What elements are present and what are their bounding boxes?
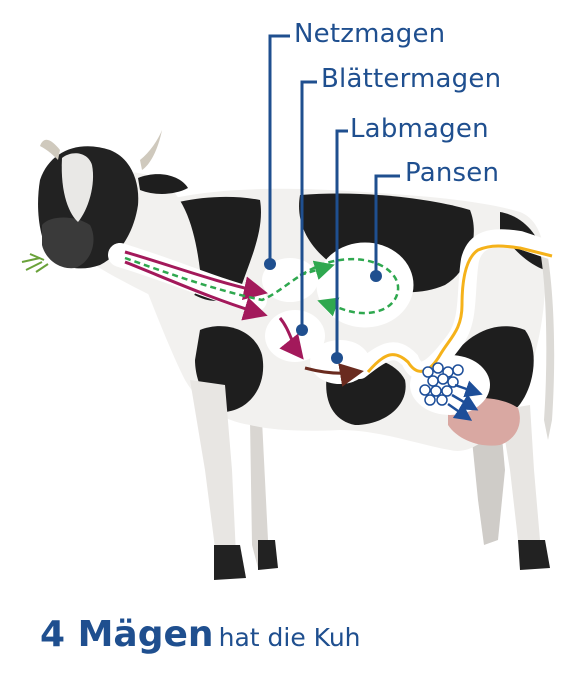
label-pansen: Pansen: [405, 158, 499, 188]
label-netzmagen: Netzmagen: [294, 19, 445, 49]
label-labmagen: Labmagen: [350, 114, 489, 144]
label-blaettermagen: Blättermagen: [321, 64, 501, 94]
cow-horn-right: [140, 130, 162, 170]
caption-rest: hat die Kuh: [219, 623, 361, 652]
dot-blaettermagen: [296, 324, 308, 336]
dot-labmagen: [331, 352, 343, 364]
grass-in-mouth: [22, 254, 48, 272]
cow-horn-left: [40, 140, 60, 160]
dot-pansen: [370, 270, 382, 282]
dot-netzmagen: [264, 258, 276, 270]
cow-muzzle: [42, 218, 94, 269]
caption-strong: 4 Mägen: [40, 614, 214, 655]
cow-ear: [138, 174, 188, 194]
caption: 4 Mägen hat die Kuh: [40, 614, 361, 655]
